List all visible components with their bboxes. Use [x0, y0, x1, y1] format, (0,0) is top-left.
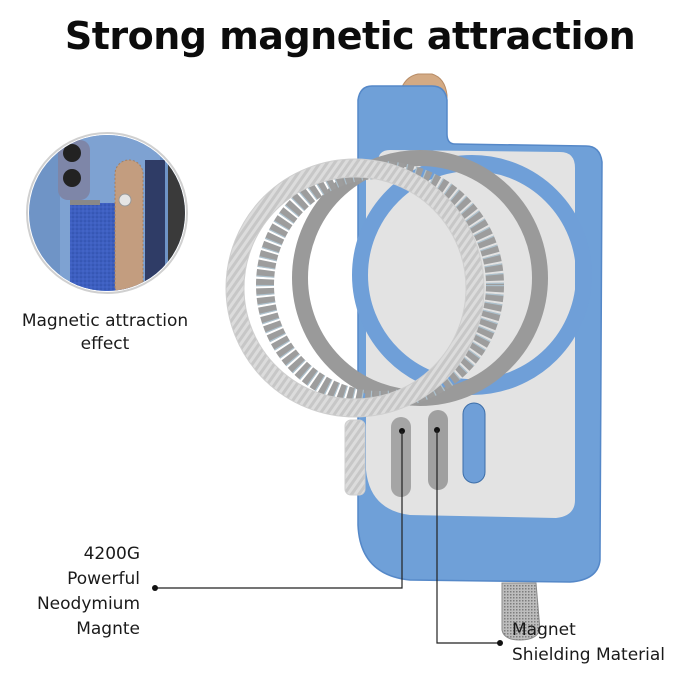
callout-left-line: Neodymium [36, 594, 140, 614]
callout-left-line: Powerful [67, 569, 140, 589]
inset-photo [26, 132, 188, 294]
callout-left-line: Magnte [76, 619, 140, 639]
magnet-slot-2 [428, 410, 448, 490]
blue-slot [462, 402, 486, 484]
callout-right-line: Shielding Material [512, 645, 666, 665]
inset-caption: Magnetic attraction effect [0, 310, 210, 356]
magnet-slot-1 [391, 417, 411, 497]
inset-caption-line1: Magnetic attraction [21, 311, 189, 331]
side-tab [344, 419, 366, 496]
callout-left-line: 4200G [83, 544, 140, 564]
callout-line-left [152, 428, 405, 591]
page-title: Strong magnetic attraction [64, 14, 636, 58]
callout-shielding-material: Magnet Shielding Material [512, 618, 665, 668]
inset-caption-line2: effect [80, 334, 130, 354]
outer-ring [226, 159, 484, 417]
mesh-loop [501, 582, 541, 641]
callout-neodymium-magnet: 4200G Powerful Neodymium Magnte [37, 542, 140, 642]
callout-right-line: Magnet [512, 620, 576, 640]
callout-line-right [434, 427, 503, 646]
